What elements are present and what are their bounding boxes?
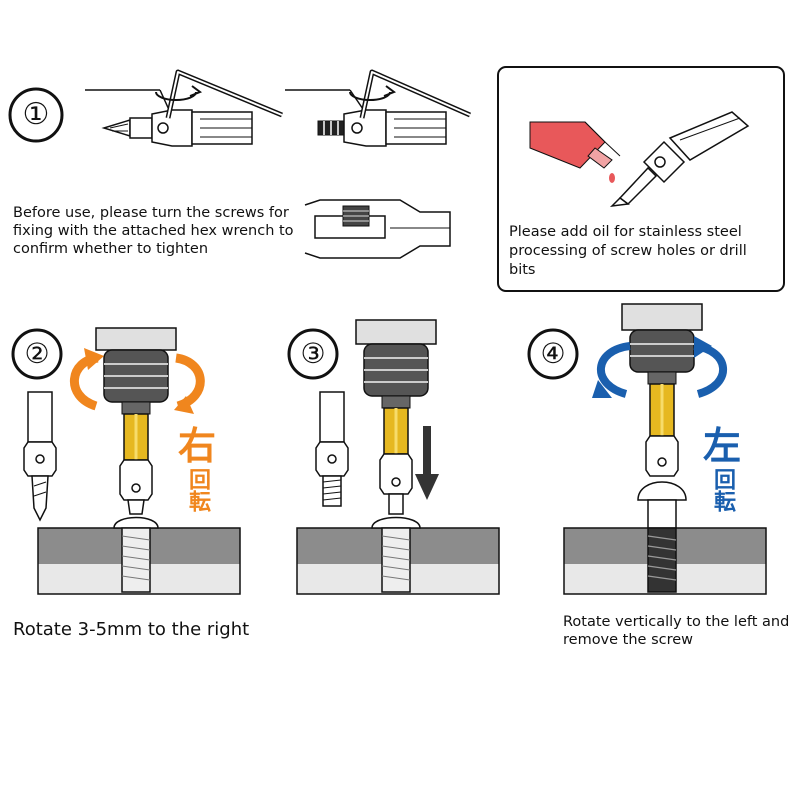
- rotate-right-main: 右: [177, 424, 216, 468]
- step2-illustration: [23, 327, 241, 595]
- extractor-with-hex-wrench: [285, 69, 472, 147]
- step4-illustration: [563, 303, 767, 595]
- rotate-right-sub: 回転: [185, 468, 210, 512]
- step2-number: ②: [24, 337, 50, 370]
- step4-number: ④: [540, 337, 566, 370]
- step3-number: ③: [300, 337, 326, 370]
- step2-caption: Rotate 3-5mm to the right: [13, 619, 250, 640]
- step1-circle: [8, 87, 64, 143]
- step3-circle: [287, 328, 339, 380]
- step1-number: ①: [22, 97, 50, 132]
- step4-circle: [527, 328, 579, 380]
- rotate-left-label: 左 回転: [697, 424, 747, 512]
- rotate-right-label: 右 回転: [172, 424, 222, 512]
- rotate-left-main: 左: [702, 424, 741, 468]
- step3-illustration: [296, 319, 500, 595]
- bit-with-hex-wrench-left: [85, 69, 283, 147]
- step4-caption: Rotate vertically to the left and remove…: [563, 614, 790, 648]
- step2-circle: [11, 328, 63, 380]
- rotate-left-sub: 回転: [710, 468, 735, 512]
- fixing-screw-cross-section: [304, 199, 451, 259]
- oil-box: [497, 66, 785, 292]
- before-use-note: Before use, please turn the screws for f…: [13, 205, 294, 257]
- add-oil-note: Please add oil for stainless steel proce…: [509, 224, 747, 278]
